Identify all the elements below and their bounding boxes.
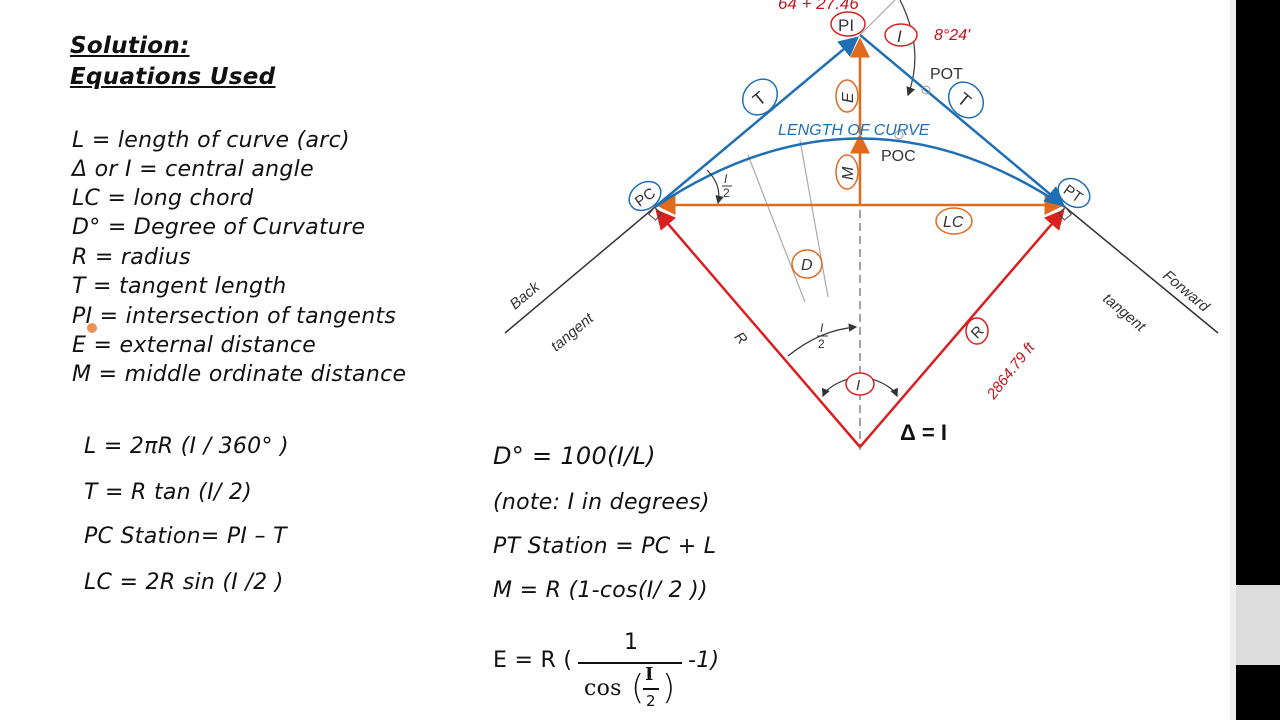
- tangent-line-forward: [859, 34, 1065, 207]
- solution-heading: Solution:: [70, 33, 190, 59]
- central-angle-arc: [821, 382, 839, 398]
- definition-item: D° = Degree of Curvature: [72, 215, 366, 240]
- tangent-line-back: [654, 36, 859, 208]
- half-angle-num: I: [724, 172, 728, 186]
- pot-marker: [921, 85, 931, 95]
- definition-item: Δ or I = central angle: [72, 157, 314, 182]
- tangent-circle-left: [741, 78, 779, 116]
- definition-item: M = middle ordinate distance: [72, 362, 407, 387]
- pi-label: PI: [838, 16, 854, 35]
- radius-right: [859, 209, 1065, 448]
- definition-item: R = radius: [72, 245, 191, 270]
- central-angle-label: I: [856, 377, 860, 394]
- back-tangent-line: [504, 206, 656, 334]
- external-numerator: 1: [624, 630, 639, 655]
- radius-label-left: R: [731, 329, 751, 348]
- tangent-circle-right: [947, 81, 985, 119]
- definition-item: LC = long chord: [72, 186, 254, 211]
- deflection-angle-circle: [884, 23, 918, 47]
- paren-open: (: [631, 668, 645, 708]
- degree-radial-line: [747, 154, 806, 303]
- slide-edge: [1230, 0, 1236, 720]
- long-chord-label: LC: [943, 214, 964, 231]
- angle-fraction-bar: [643, 688, 659, 690]
- external-circle: [835, 79, 859, 113]
- pi-circle: [830, 11, 866, 37]
- equation-tangent: T = R tan (I/ 2): [84, 480, 253, 505]
- definition-item: T = tangent length: [72, 274, 287, 299]
- video-side-strip-block: [1236, 585, 1280, 665]
- external-tail: -1): [688, 648, 720, 673]
- half-angle-den: 2: [723, 186, 730, 200]
- external-lhs: E = R (: [493, 648, 573, 673]
- length-of-curve-label: LENGTH OF CURVE: [778, 122, 930, 139]
- central-angle-arc: [881, 382, 899, 398]
- back-tangent-label: tangent: [548, 309, 598, 355]
- degree-radial-line: [799, 139, 829, 298]
- pot-label: POT: [930, 66, 963, 83]
- equation-length: L = 2πR (I / 360° ): [84, 434, 289, 459]
- equation-long-chord: LC = 2R sin (I /2 ): [84, 570, 284, 595]
- radius-value: 2864.79 ft: [983, 339, 1039, 403]
- pc-circle: [628, 180, 662, 212]
- note-degrees: (note: I in degrees): [493, 490, 710, 515]
- half-angle-arc: [706, 169, 724, 205]
- right-angle-mark: [1057, 206, 1072, 221]
- center-half-angle-den: 2: [818, 337, 825, 351]
- fraction-bar: [578, 662, 682, 664]
- middle-ordinate-label: M: [840, 166, 857, 180]
- degree-circle: [791, 249, 823, 279]
- forward-tangent-line: [1064, 206, 1219, 334]
- radius-left: [655, 209, 861, 448]
- radius-circle-right: [965, 317, 989, 345]
- deflection-angle-arc: [899, 0, 916, 97]
- circular-curve-diagram: 64 + 27.46 PI I 8°24' POT POC T T E M LE…: [504, 0, 1219, 450]
- long-chord-circle: [935, 207, 973, 235]
- delta-equals-i: Δ = I: [900, 420, 947, 445]
- definition-item: PI = intersection of tangents: [72, 304, 397, 329]
- paren-close: ): [662, 668, 676, 708]
- right-angle-mark: [648, 206, 663, 221]
- middle-ordinate-circle: [835, 154, 859, 190]
- deflection-angle-value: 8°24': [934, 27, 971, 44]
- external-label: E: [840, 92, 857, 103]
- definition-item: E = external distance: [72, 333, 317, 358]
- angle-denominator: 2: [646, 692, 656, 710]
- definition-item: L = length of curve (arc): [72, 128, 350, 153]
- tangent-extension: [859, 0, 896, 36]
- equation-middle-ordinate: M = R (1-cos(I/ 2 )): [493, 578, 708, 603]
- poc-label: POC: [881, 148, 916, 165]
- forward-tangent-label: tangent: [1099, 290, 1149, 336]
- deflection-angle-label: I: [897, 27, 902, 46]
- cursor-pointer: [87, 323, 97, 333]
- center-half-angle-num: I: [820, 321, 824, 335]
- back-tangent-label: Back: [507, 278, 545, 313]
- pt-circle: [1057, 177, 1091, 209]
- external-denominator: cos: [584, 676, 622, 701]
- equation-degree: D° = 100(I/L): [493, 442, 656, 470]
- angle-numerator: I: [645, 664, 654, 685]
- equation-pc-station: PC Station= PI – T: [84, 524, 287, 549]
- poc-marker: [894, 130, 904, 140]
- pi-station-label: 64 + 27.46: [778, 0, 859, 13]
- degree-label: D: [801, 257, 813, 274]
- equation-pt-station: PT Station = PC + L: [493, 534, 717, 559]
- equations-used-heading: Equations Used: [70, 64, 276, 90]
- central-angle-circle: [845, 372, 875, 396]
